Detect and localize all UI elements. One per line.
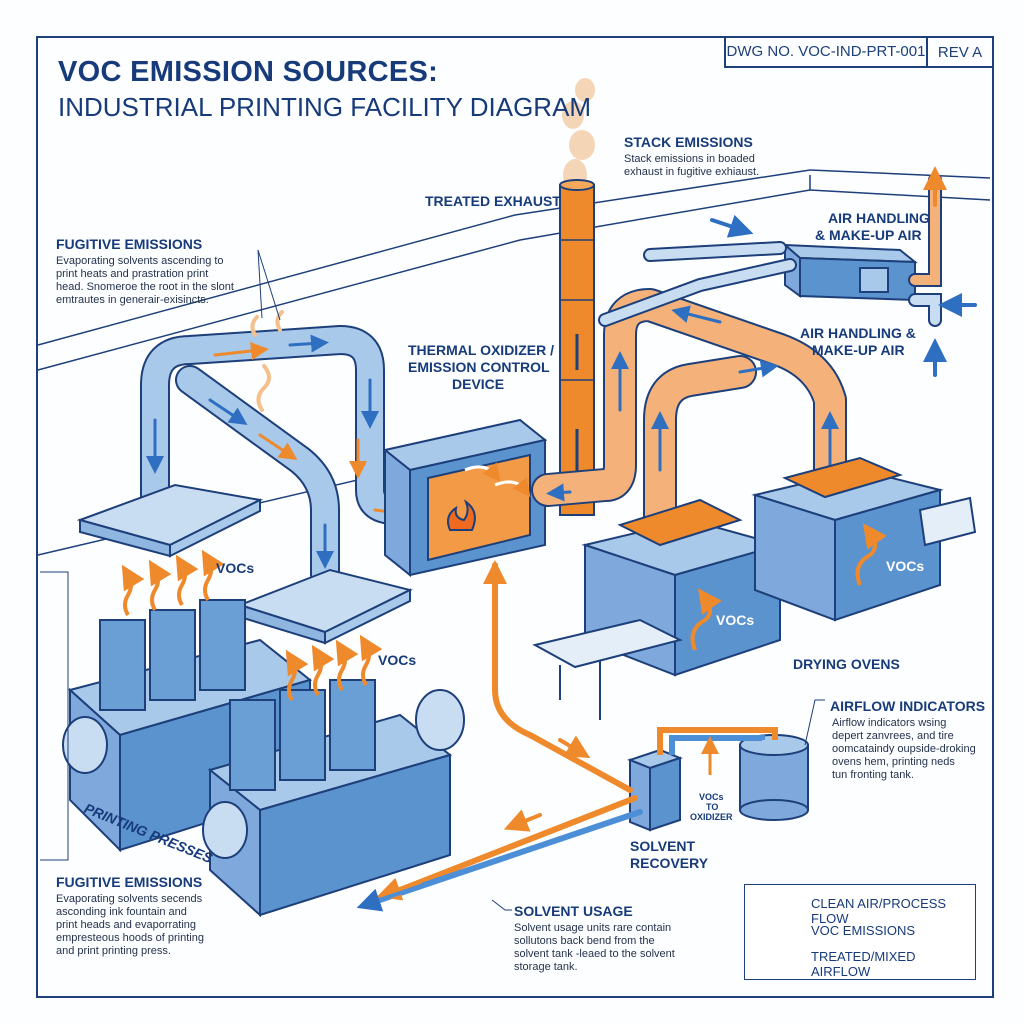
label-fugitive-emissions-top: FUGITIVE EMISSIONS	[56, 236, 203, 252]
printing-press-2	[202, 679, 465, 918]
desc-stack-emissions-2: exhaust in fugitive exhiaust.	[624, 166, 760, 178]
desc-solvent-usage-3: solvent tank -leaed to the solvent	[514, 948, 675, 960]
legend-item-voc-emissions: VOC EMISSIONS	[803, 923, 915, 938]
thermal-oxidizer	[382, 418, 548, 578]
title-block: DWG NO. VOC-IND-PRT-001 REV A	[724, 38, 992, 68]
legend-label-clean-air: CLEAN AIR/PROCESS FLOW	[811, 896, 947, 926]
label-stack-emissions: STACK EMISSIONS	[624, 134, 753, 150]
desc-airflow-4: ovens hem, printing neds	[832, 756, 955, 768]
leader-lines	[40, 249, 825, 911]
fugitive-wisps	[250, 310, 284, 412]
desc-stack-emissions-1: Stack emissions in boaded	[624, 153, 755, 165]
label-vocs-oven-right: VOCs	[886, 558, 925, 574]
desc-fugitive-top-2: print heats and prastration print	[56, 268, 209, 280]
drying-oven-right	[751, 456, 944, 622]
desc-solvent-usage-2: sollutons back bend from the	[514, 935, 655, 947]
label-airflow-indicators: AIRFLOW INDICATORS	[830, 698, 986, 714]
label-thermal-oxidizer-3: DEVICE	[452, 376, 505, 392]
desc-fugitive-bottom-2: asconding ink fountain and	[56, 906, 187, 918]
desc-solvent-usage-4: storage tank.	[514, 961, 578, 973]
air-handling-ducts	[598, 166, 977, 377]
air-handling-unit	[782, 242, 918, 302]
label-vocs-oven-left: VOCs	[716, 612, 755, 628]
label-drying-ovens: DRYING OVENS	[793, 656, 900, 672]
label-vocs-to-oxidizer-3: OXIDIZER	[690, 812, 733, 822]
desc-solvent-usage-1: Solvent usage units rare contain	[514, 922, 672, 934]
voc-arrows-press	[121, 549, 383, 702]
drawing-number: DWG NO. VOC-IND-PRT-001	[726, 38, 928, 66]
desc-fugitive-top-1: Evaporating solvents ascending to	[56, 255, 224, 267]
hood-left	[76, 483, 264, 558]
legend-label-treated: TREATED/MIXED AIRFLOW	[811, 949, 916, 979]
legend-item-treated: TREATED/MIXED AIRFLOW	[803, 949, 975, 979]
hood-middle	[236, 568, 413, 645]
desc-fugitive-bottom-5: and print printing press.	[56, 945, 171, 957]
label-air-handling-top-1: AIR HANDLING	[828, 210, 930, 226]
label-air-handling-top-2: & MAKE-UP AIR	[815, 227, 922, 243]
label-solvent-recovery-1: SOLVENT	[630, 838, 696, 854]
label-solvent-recovery-2: RECOVERY	[630, 855, 709, 871]
label-solvent-usage: SOLVENT USAGE	[514, 903, 633, 919]
page-subtitle: INDUSTRIAL PRINTING FACILITY DIAGRAM	[58, 92, 592, 122]
label-air-handling-bottom-2: MAKE-UP AIR	[812, 342, 905, 358]
desc-airflow-5: tun fronting tank.	[832, 769, 914, 781]
desc-fugitive-bottom-3: print heads and evaporrating	[56, 919, 197, 931]
drawing-revision: REV A	[937, 43, 983, 61]
exhaust-stack	[559, 179, 595, 516]
label-vocs-to-oxidizer-2: TO	[706, 802, 719, 812]
legend-label-voc-emissions: VOC EMISSIONS	[811, 923, 916, 938]
desc-airflow-2: depert zanvrees, and tire	[832, 730, 954, 742]
desc-airflow-1: Airflow indicators wsing	[832, 717, 947, 729]
conveyor	[532, 496, 977, 720]
desc-fugitive-bottom-1: Evaporating solvents secends	[56, 893, 203, 905]
page-title: VOC EMISSION SOURCES:	[58, 56, 439, 88]
desc-airflow-3: oomcataindy oupside-droking	[832, 743, 976, 755]
label-vocs-press: VOCs	[378, 652, 417, 668]
solvent-lines	[356, 560, 643, 912]
desc-fugitive-bottom-4: empresteous hoods of printing	[56, 932, 204, 944]
label-fugitive-emissions-bottom: FUGITIVE EMISSIONS	[56, 874, 203, 890]
legend-item-clean-air: CLEAN AIR/PROCESS FLOW	[803, 896, 975, 926]
drying-oven-left	[581, 498, 784, 677]
label-thermal-oxidizer-2: EMISSION CONTROL	[408, 359, 550, 375]
drawing-frame	[36, 36, 994, 998]
desc-fugitive-top-4: emtrautes in generair-exisincts.	[56, 294, 209, 306]
label-thermal-oxidizer-1: THERMAL OXIDIZER /	[408, 342, 554, 358]
label-vocs-left: VOCs	[216, 560, 255, 576]
legend: CLEAN AIR/PROCESS FLOW VOC EMISSIONS TRE…	[744, 884, 976, 980]
label-air-handling-bottom-1: AIR HANDLING &	[800, 325, 916, 341]
label-treated-exhaust: TREATED EXHAUST	[425, 193, 561, 209]
label-vocs-to-oxidizer-1: VOCs	[699, 792, 724, 802]
desc-fugitive-top-3: head. Snomeroe the root in the slont	[56, 281, 234, 293]
collection-duct	[140, 325, 410, 590]
solvent-recovery-unit	[627, 727, 809, 832]
